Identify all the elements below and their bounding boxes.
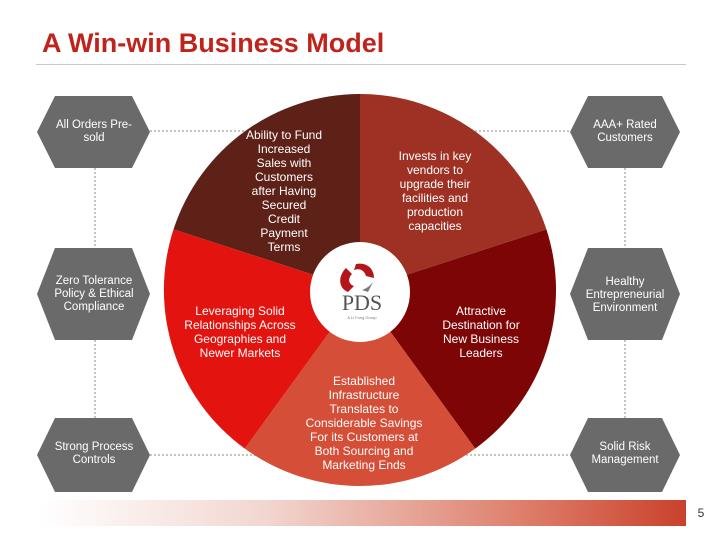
hexagon-bottom-right	[570, 418, 680, 492]
footer-gradient-bar	[40, 500, 686, 526]
page-number: 5	[697, 506, 705, 520]
segment-top-left	[173, 94, 360, 290]
segment-top-right	[360, 94, 547, 290]
hexagon-label-bottom-left: Strong Process Controls	[54, 441, 134, 466]
hexagon-label-mid-right: Healthy Entrepreneurial Environment	[585, 275, 665, 314]
hexagon-top-right	[570, 96, 680, 168]
segment-label-left: Leveraging Solid Relationships Across Ge…	[184, 304, 296, 360]
hexagon-label-bottom-right: Solid Risk Management	[591, 441, 659, 466]
hexagon-label-mid-left: Zero Tolerance Policy & Ethical Complian…	[54, 274, 134, 313]
segment-label-bottom: Established Infrastructure Translates to…	[305, 374, 423, 472]
hexagon-mid-right	[570, 248, 680, 340]
hexagon-top-left	[37, 96, 150, 168]
title-divider	[36, 64, 686, 65]
segment-label-top-left: Ability to Fund Increased Sales with Cus…	[245, 128, 323, 254]
hexagon-label-top-right: AAA+ Rated Customers	[593, 119, 657, 144]
page-title: A Win-win Business Model	[42, 28, 385, 58]
segment-label-top-right: Invests in key vendors to upgrade their …	[398, 149, 472, 233]
hexagon-mid-left	[37, 248, 150, 340]
logo-tagline: A Li Fung Group	[347, 315, 377, 320]
segment-bottom	[244, 290, 476, 487]
connector-lines	[94, 130, 626, 456]
logo-circle	[310, 242, 410, 342]
logo-swirl-icon	[340, 263, 374, 292]
hexagon-label-top-left: All Orders Pre-sold	[55, 119, 133, 144]
logo-wordmark: PDS	[342, 290, 382, 315]
segment-label-right: Attractive Destination for New Business …	[442, 304, 520, 360]
hexagon-bottom-left	[37, 418, 150, 492]
